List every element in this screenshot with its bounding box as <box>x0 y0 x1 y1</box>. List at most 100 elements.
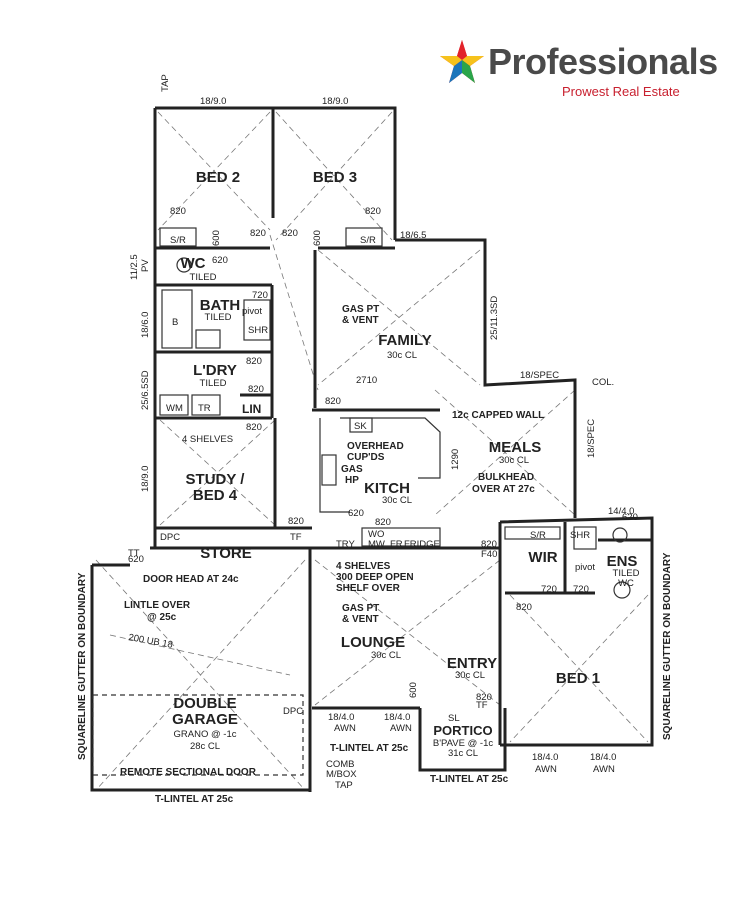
overhead-label: OVERHEAD <box>347 441 404 452</box>
door-dim: 820 <box>288 516 304 527</box>
washing-machine-label: WM <box>166 403 183 414</box>
room-bed2: BED 2 <box>196 169 240 186</box>
window-dim: 18/9.0 <box>140 466 151 492</box>
pivot-label: pivot <box>575 562 595 573</box>
remote-door-label: REMOTE SECTIONAL DOOR <box>120 767 257 778</box>
star-icon <box>440 40 484 83</box>
window-dim: 25/11.3SD <box>489 296 500 340</box>
brand-logo: Professionals Prowest Real Estate <box>438 36 718 106</box>
room-meals: MEALS <box>489 439 542 456</box>
dpc-label: DPC <box>160 532 180 543</box>
room-kitch-cl: 30c CL <box>382 495 412 506</box>
room-portico-pave: B'PAVE @ -1c <box>433 738 493 749</box>
door-dim: 620 <box>128 554 144 565</box>
window-dim: 14/4.0 <box>608 506 634 517</box>
window-dim: 18/9.0 <box>200 96 226 107</box>
door-dim: 820 <box>365 206 381 217</box>
door-dim: 820 <box>375 517 391 528</box>
brand-tagline: Prowest Real Estate <box>562 84 680 99</box>
door-dim: 820 <box>476 692 492 703</box>
room-study: STUDY / <box>186 471 246 488</box>
gas-point-label: GAS PT <box>342 603 379 614</box>
tap-label: TAP <box>160 74 171 92</box>
room-wir: WIR <box>528 549 557 566</box>
gutter-left-label: SQUARELINE GUTTER ON BOUNDARY <box>77 572 88 760</box>
gas-vent-label: & VENT <box>342 614 379 625</box>
mbox-label: M/BOX <box>326 769 357 780</box>
bath-label: B <box>172 317 178 328</box>
tray-label: TRY <box>336 539 355 550</box>
tf-label: TF <box>290 532 302 543</box>
tap-label: TAP <box>335 780 353 791</box>
fridge-label: FRIDGE <box>404 539 440 550</box>
shelves-label: 4 SHELVES <box>182 434 233 445</box>
room-ldry-tiled: TILED <box>200 378 227 389</box>
window-dim: 18/6.5 <box>400 230 426 241</box>
bulkhead-over-label: OVER AT 27c <box>472 484 535 495</box>
tt-label: TT <box>128 548 140 559</box>
door-dim: 720 <box>541 584 557 595</box>
tf-label: TF <box>476 700 488 711</box>
wall-oven-label: WO <box>368 529 384 540</box>
cupboards-label: CUP'DS <box>347 452 385 463</box>
room-ens-wc: WC <box>618 578 634 589</box>
trough-label: TR <box>198 403 211 414</box>
room-entry: ENTRY <box>447 655 497 672</box>
room-garage-2: GARAGE <box>172 711 238 728</box>
awning-dim: 18/4.0 <box>590 752 616 763</box>
door-dim: 820 <box>248 384 264 395</box>
sink-label: SK <box>354 421 367 432</box>
shower-label: SHR <box>248 325 268 336</box>
room-ldry: L'DRY <box>193 362 237 379</box>
window-dim: 11/2.5 <box>129 254 140 280</box>
door-dim: 820 <box>246 356 262 367</box>
comb-label: COMB <box>326 759 355 770</box>
door-dim: 820 <box>481 539 497 550</box>
shelves-open-label-2: 300 DEEP OPEN <box>336 572 414 583</box>
gas-point-label: GAS PT <box>342 304 379 315</box>
room-family: FAMILY <box>378 332 432 349</box>
door-dim: 620 <box>212 255 228 266</box>
dimension-2710: 2710 <box>356 375 377 386</box>
door-dim: 820 <box>282 228 298 239</box>
door-dim: 820 <box>246 422 262 433</box>
awning-label: AWN <box>593 764 615 775</box>
room-bed1: BED 1 <box>556 670 600 687</box>
shelves-open-label: 4 SHELVES <box>336 561 391 572</box>
door-dim: 620 <box>622 512 638 523</box>
room-portico-cl: 31c CL <box>448 748 478 759</box>
t-lintel-label: T-LINTEL AT 25c <box>430 774 509 785</box>
room-portico: PORTICO <box>433 723 492 738</box>
linen-label: LIN <box>242 402 261 416</box>
store-room-label: S/R <box>530 530 546 541</box>
room-wc-tiled: TILED <box>190 272 217 283</box>
window-dim: 18/SPEC <box>520 370 559 381</box>
pivot-label: pivot <box>242 306 262 317</box>
door-dim: 620 <box>348 508 364 519</box>
lintle-height-label: @ 25c <box>147 612 177 623</box>
door-dim: 820 <box>516 602 532 613</box>
fridge-recess-label: FR <box>390 539 403 550</box>
shelves-open-label-3: SHELF OVER <box>336 583 401 594</box>
room-garage-1: DOUBLE <box>173 695 236 712</box>
room-garage-grano: GRANO @ -1c <box>174 729 237 740</box>
room-wc: WC <box>181 255 206 272</box>
door-head-label: DOOR HEAD AT 24c <box>143 574 239 585</box>
room-ens: ENS <box>607 553 638 570</box>
gas-hp-label: GAS <box>341 464 363 475</box>
window-dim: 18/9.0 <box>322 96 348 107</box>
sliding-label: SL <box>448 713 460 724</box>
room-family-cl: 30c CL <box>387 350 417 361</box>
room-garage-cl: 28c CL <box>190 741 220 752</box>
brand-name: Professionals <box>488 41 718 82</box>
door-dim: 600 <box>312 230 323 246</box>
room-lounge: LOUNGE <box>341 634 405 651</box>
room-bed4: BED 4 <box>193 487 238 504</box>
window-dim: 18/6.0 <box>140 312 151 338</box>
room-bath-tiled: TILED <box>205 312 232 323</box>
capped-wall-label: 12c CAPPED WALL <box>452 410 544 421</box>
awning-label: AWN <box>390 723 412 734</box>
t-lintel-label: T-LINTEL AT 25c <box>155 794 234 805</box>
room-ens-tiled: TILED <box>613 568 640 579</box>
gutter-right-label: SQUARELINE GUTTER ON BOUNDARY <box>662 552 673 740</box>
